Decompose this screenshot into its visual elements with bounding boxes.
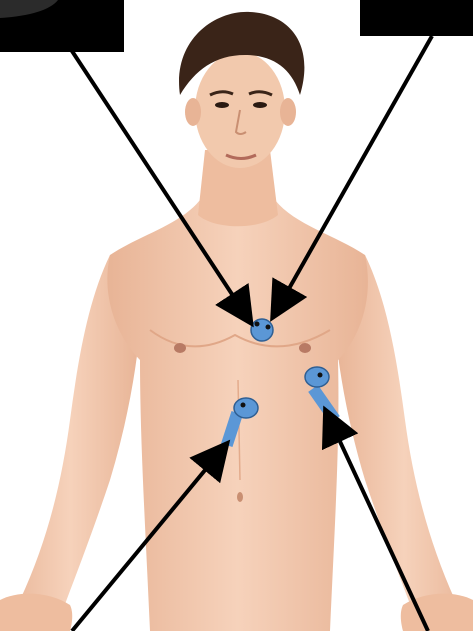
left-ear — [185, 98, 201, 126]
left-eye — [215, 102, 229, 108]
right-nipple — [299, 343, 311, 353]
top-left-dark-shape — [0, 0, 58, 18]
torso-figure — [0, 12, 473, 631]
navel — [237, 492, 243, 502]
left-nipple — [174, 343, 186, 353]
electrode-top-center — [251, 319, 273, 341]
right-ear — [280, 98, 296, 126]
right-eye — [253, 102, 267, 108]
electrode-sensor — [251, 319, 273, 341]
